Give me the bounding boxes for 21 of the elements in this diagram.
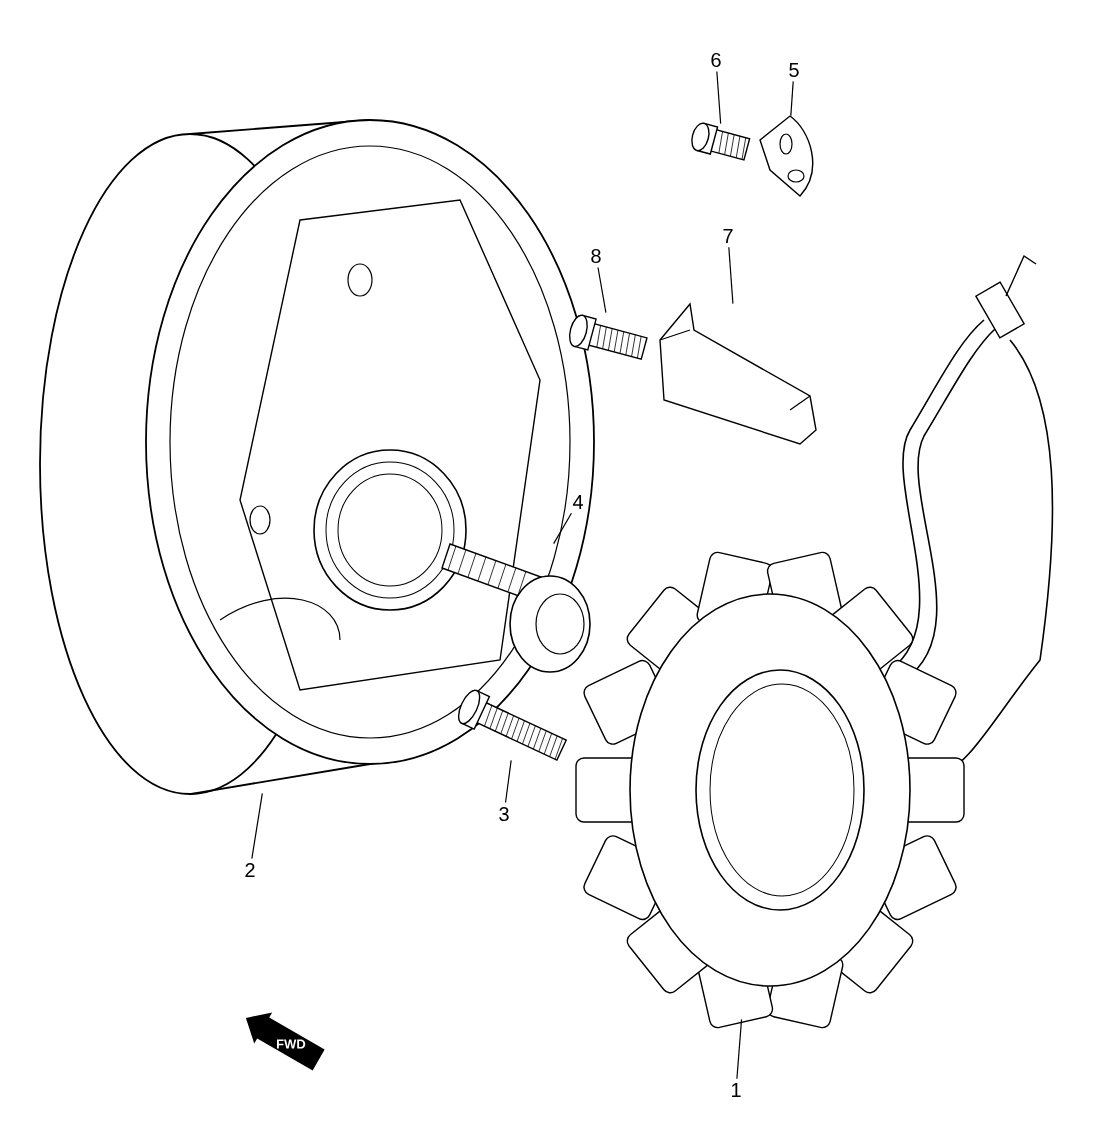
leader-line <box>553 512 572 545</box>
stator-drawing <box>575 551 965 1029</box>
leader-line <box>716 70 722 125</box>
plate-drawing <box>659 302 817 445</box>
callout-number: 5 <box>789 63 799 77</box>
leader-line <box>736 1018 743 1080</box>
callout-number: 7 <box>723 229 733 243</box>
callout-number: 1 <box>732 1083 741 1097</box>
callout-number: 8 <box>591 248 601 264</box>
bolt-drawing <box>568 314 648 360</box>
callout-number: 2 <box>245 863 255 877</box>
leader-line <box>251 792 263 860</box>
callout-number: 3 <box>499 806 509 822</box>
leader-line <box>790 80 794 117</box>
leader-line <box>504 759 512 804</box>
bolt-drawing <box>691 122 751 161</box>
callout-number: 6 <box>711 52 721 68</box>
leader-line <box>728 246 734 305</box>
flywheel-drawing <box>39 119 595 795</box>
leader-line <box>597 266 607 314</box>
bracket-drawing <box>759 115 814 197</box>
